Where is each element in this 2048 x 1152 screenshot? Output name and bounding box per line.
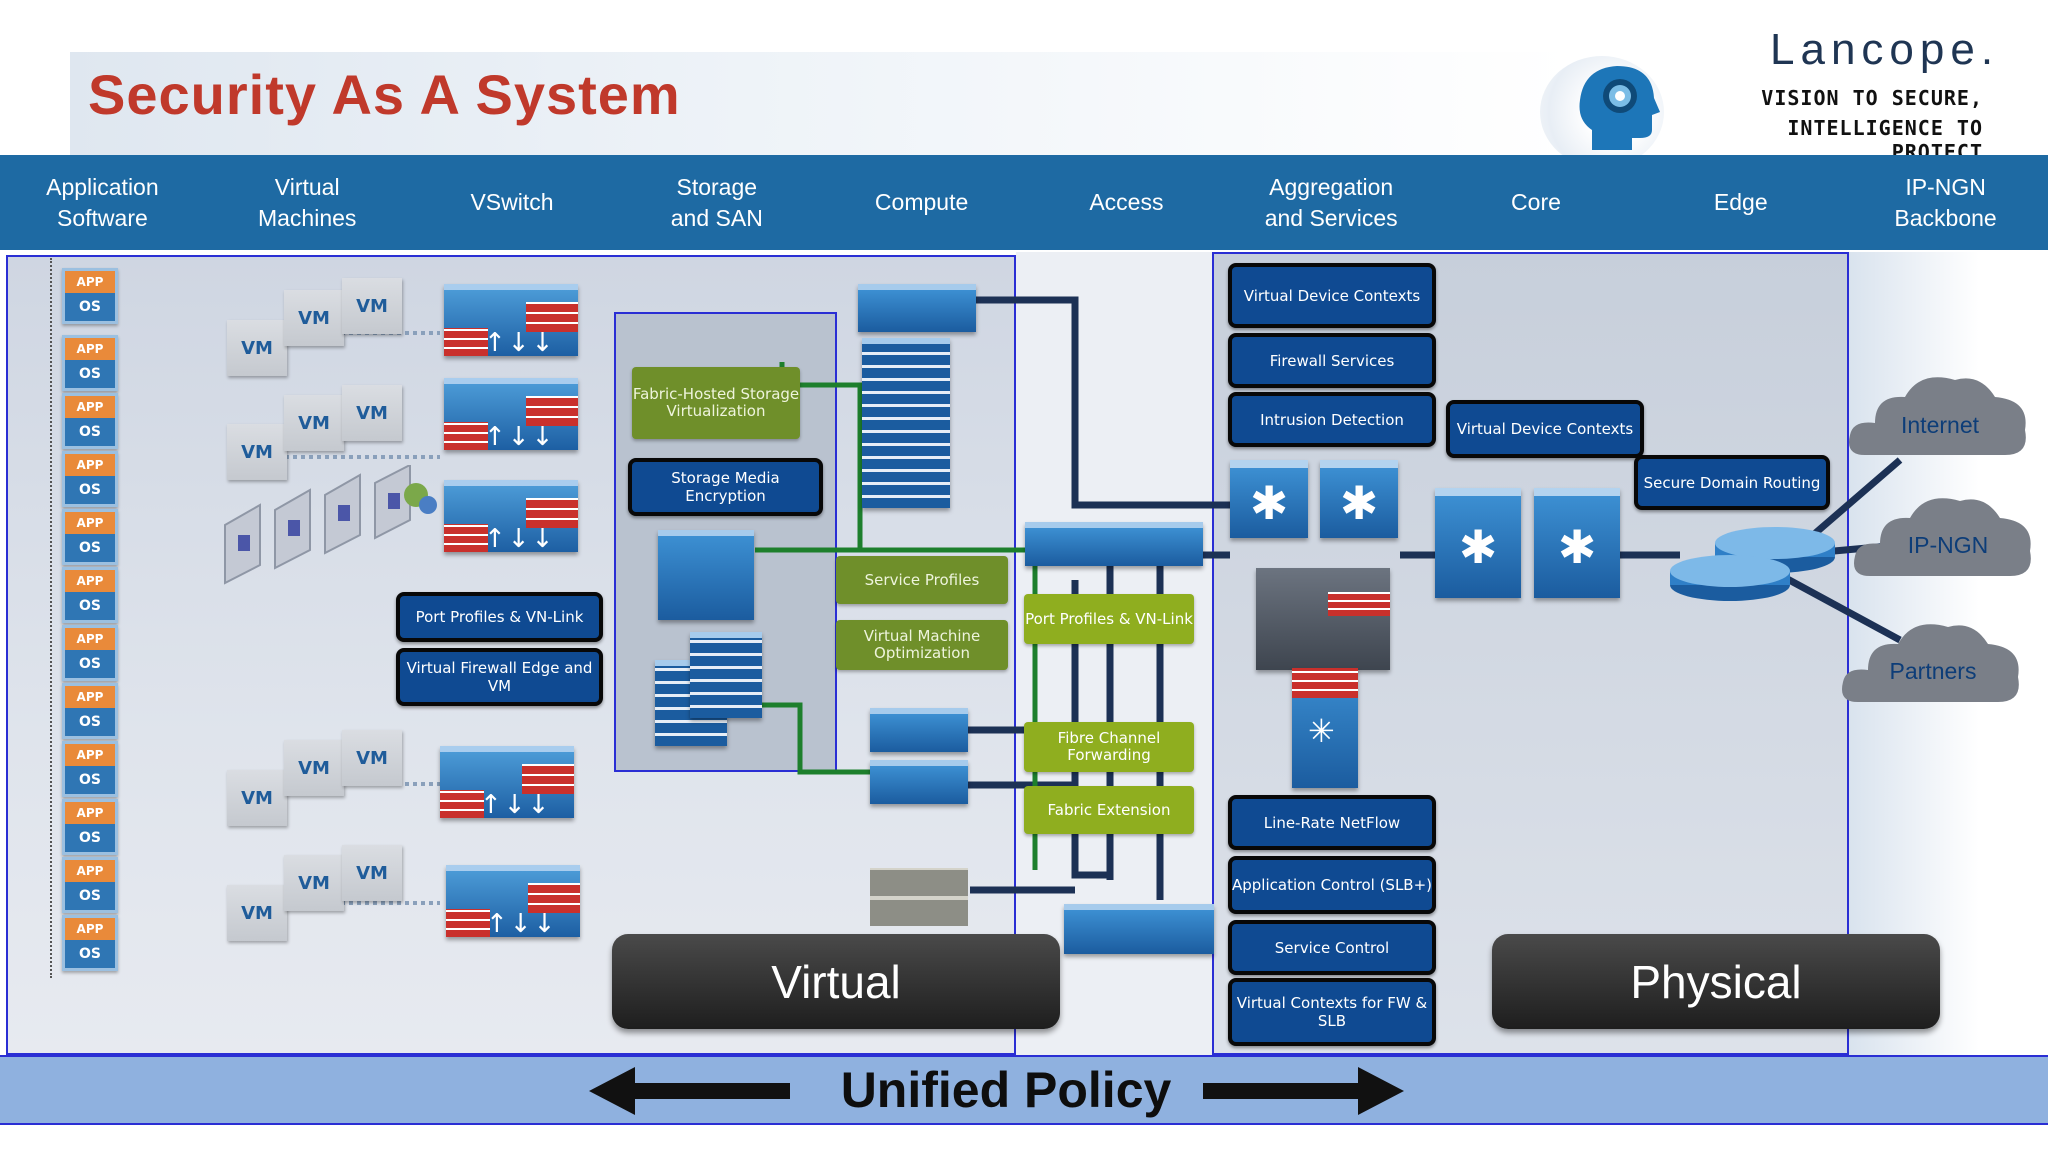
storage-array-icon [690,632,762,718]
nav-compute: Compute [874,189,969,215]
brand-name: Lancope. [1770,25,2000,74]
blade-chassis-top-icon [858,284,976,332]
fabric-interconnect-icon [870,760,968,804]
fabric-extender-icon [1064,904,1214,954]
partners-cloud-icon [1842,624,2019,702]
service-control-label: Service Control [1228,920,1436,975]
unified-policy-label: Unified Policy [840,1062,1172,1118]
vm-migration-icon [224,465,437,585]
arrow-right-icon [1203,1067,1404,1115]
edge-router-icon [1670,527,1835,601]
port-profiles-vnlink-label: Port Profiles & VN-Link [396,592,603,642]
aggregation-switch-icon: ✱ [1230,460,1308,538]
vswitch-firewall-icon: ↑↓↓ [444,378,578,452]
vm-tile: VM [227,424,287,480]
internet-cloud-icon [1849,377,2026,455]
vm-tile: VM [284,395,344,451]
access-port-profiles-label: Port Profiles & VN-Link [1024,594,1194,644]
nav-access: Access [1089,189,1164,215]
fabric-interconnect-icon [870,708,968,752]
access-switch-icon [1025,522,1203,566]
core-vdc-label: Virtual Device Contexts [1446,400,1644,458]
application-stack [50,258,122,978]
firewall-switch-icon: ✳ [1292,668,1358,788]
brain-head-icon [1579,66,1660,150]
fabric-extension-label: Fabric Extension [1024,786,1194,834]
vm-optimization-label: Virtual Machine Optimization [836,620,1008,670]
core-switch-icon: ✱ [1534,488,1620,598]
vswitch-firewall-icon: ↑↓↓ [440,746,574,820]
firewall-services-label: Firewall Services [1228,333,1436,388]
blade-server-icon [862,338,950,508]
ipngn-cloud-icon [1854,498,2031,576]
physical-section-label: Physical [1492,934,1940,1029]
fibre-channel-forwarding-label: Fibre Channel Forwarding [1024,722,1194,772]
vm-tile: VM [227,320,287,376]
internet-label: Internet [1901,412,1979,438]
agg-vdc-label: Virtual Device Contexts [1228,263,1436,328]
unified-policy-bar [0,1055,2048,1125]
vm-tile: VM [284,290,344,346]
brand-tagline-1: VISION TO SECURE, [1761,86,1983,110]
page-title: Security As A System [88,63,681,126]
vm-tile: VM [342,278,402,334]
vswitch-firewall-icon: ↑↓↓ [446,865,580,939]
nav-vswitch: VSwitch [470,189,554,215]
partners-label: Partners [1889,658,1977,684]
vm-tile: VM [342,845,402,901]
vm-tile: VM [342,730,402,786]
vswitch-firewall-icon: ↑↓↓ [444,480,578,554]
service-module-icon [1256,568,1390,670]
arrow-left-icon [589,1067,790,1115]
application-control-label: Application Control (SLB+) [1228,856,1436,914]
fabric-hosted-storage-label: Fabric-Hosted Storage Virtualization [632,367,800,439]
appliance-icon [870,868,968,926]
vdc-fw-slb-label: Virtual Contexts for FW & SLB [1228,978,1436,1046]
ipngn-label: IP-NGN [1907,532,1989,558]
storage-media-encryption-label: Storage Media Encryption [628,458,823,516]
secure-domain-routing-label: Secure Domain Routing [1634,455,1830,510]
virtual-firewall-label: Virtual Firewall Edge and VM [396,648,603,706]
vm-tile: VM [284,740,344,796]
virtual-section-label: Virtual [612,934,1060,1029]
vm-tile: VM [284,855,344,911]
service-profiles-label: Service Profiles [836,556,1008,604]
netflow-label: Line-Rate NetFlow [1228,795,1436,850]
core-switch-icon: ✱ [1435,488,1521,598]
title-band [70,52,1570,155]
vm-tile: VM [342,385,402,441]
nav-core: Core [1511,189,1561,215]
intrusion-detection-label: Intrusion Detection [1228,392,1436,447]
storage-switch-icon [658,530,754,620]
vm-tile: VM [227,885,287,941]
nav-edge: Edge [1713,189,1768,215]
aggregation-switch-icon: ✱ [1320,460,1398,538]
vm-tile: VM [227,770,287,826]
vswitch-firewall-icon: ↑↓↓ [444,284,578,358]
